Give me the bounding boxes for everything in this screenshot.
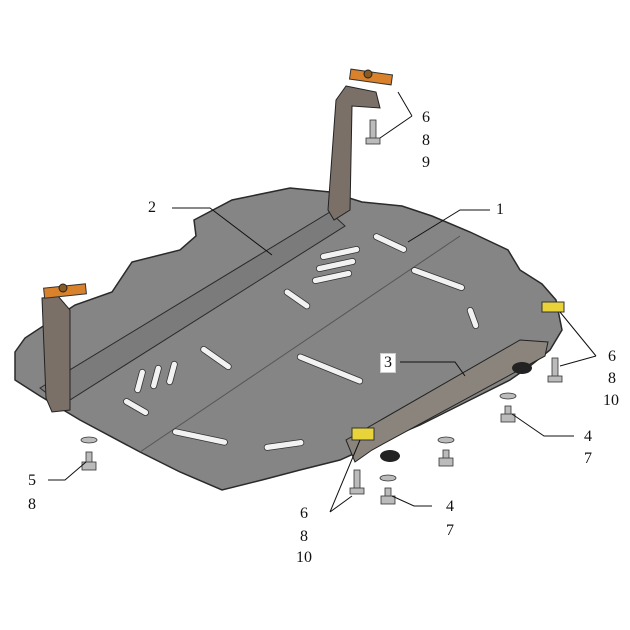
callout-left-lower-1: 5 bbox=[28, 472, 36, 489]
right-rubber-plug bbox=[512, 362, 532, 374]
bolts bbox=[80, 119, 563, 505]
callout-left-lower-2: 8 bbox=[28, 496, 36, 513]
left-vertical-bracket bbox=[41, 295, 71, 413]
callout-bottom-center-2: 8 bbox=[300, 528, 308, 545]
bottom-rubber-plug bbox=[380, 450, 400, 462]
callout-part-2: 2 bbox=[148, 199, 156, 216]
top-right-vertical-bracket bbox=[327, 85, 381, 221]
callout-top-right-1: 6 bbox=[422, 109, 430, 126]
callout-right-1: 6 bbox=[608, 348, 616, 365]
callout-top-right-3: 9 bbox=[422, 154, 430, 171]
right-yellow-pad bbox=[541, 301, 565, 313]
callout-bottom-center-3: 10 bbox=[296, 549, 312, 566]
callout-right-2: 8 bbox=[608, 370, 616, 387]
callout-part-1: 1 bbox=[496, 201, 504, 218]
callout-part-3: 3 bbox=[380, 353, 396, 373]
cross-bracket-part-3 bbox=[345, 339, 549, 463]
leader-lines bbox=[48, 91, 597, 513]
top-nut-icon bbox=[363, 69, 373, 79]
bottom-yellow-pad bbox=[351, 427, 375, 441]
ventilation-slots bbox=[123, 233, 480, 451]
plate-fold-line bbox=[139, 235, 461, 453]
callout-right-lower-2: 7 bbox=[584, 450, 592, 467]
left-nut-icon bbox=[58, 283, 68, 293]
callout-top-right-2: 8 bbox=[422, 132, 430, 149]
callout-bottom-center-1: 6 bbox=[300, 505, 308, 522]
callout-bottom-right-1: 4 bbox=[446, 498, 454, 515]
callout-right-lower-1: 4 bbox=[584, 428, 592, 445]
callout-bottom-right-2: 7 bbox=[446, 522, 454, 539]
callout-right-3: 10 bbox=[603, 392, 619, 409]
